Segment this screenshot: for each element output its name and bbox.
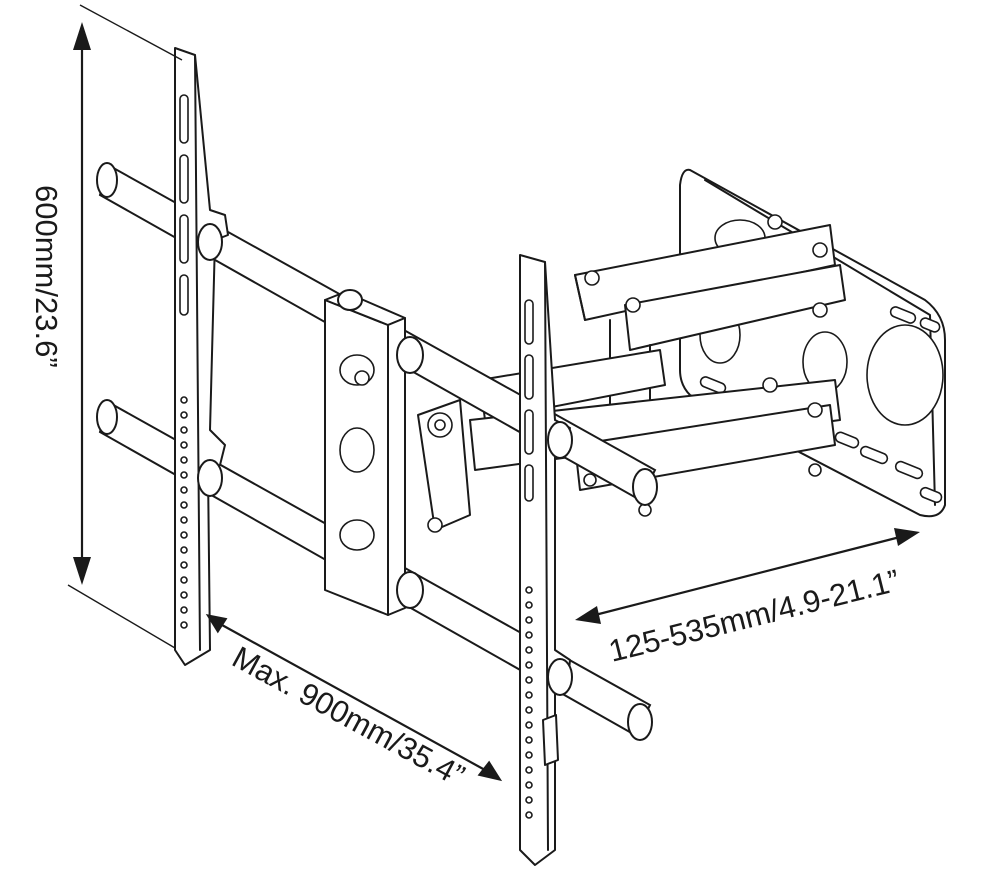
extension-label: 125-535mm/4.9-21.1” [605, 563, 903, 669]
right-tv-bracket [519, 254, 573, 866]
right-bracket-holes [525, 586, 533, 819]
extension-dimension [575, 528, 920, 624]
height-dimension [67, 4, 183, 649]
center-carriage [324, 289, 471, 616]
width-dimension [205, 613, 503, 782]
left-bracket-holes [180, 396, 188, 629]
left-tv-bracket [174, 47, 229, 666]
width-label: Max. 900mm/35.4” [227, 639, 471, 793]
height-label: 600mm/23.6” [29, 185, 64, 368]
upper-arm [574, 214, 846, 476]
